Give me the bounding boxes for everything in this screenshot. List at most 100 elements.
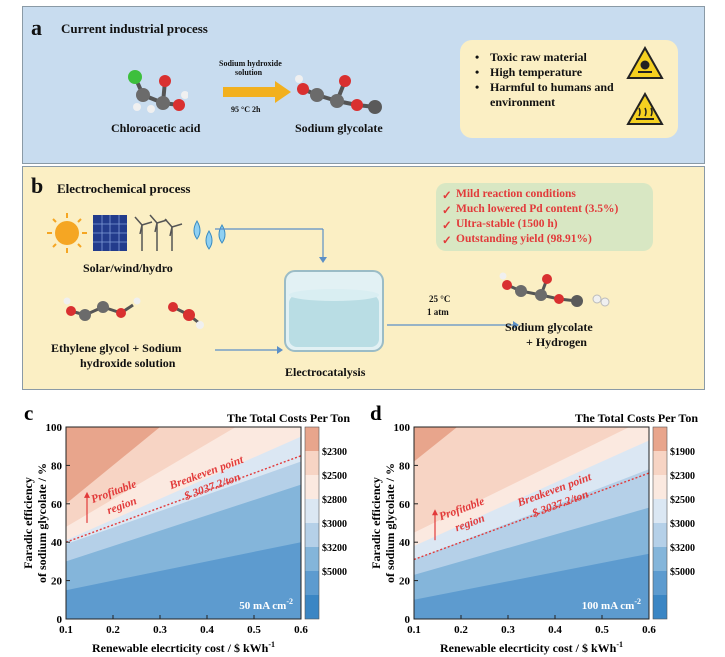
x-tick-label: 0.2 — [106, 624, 120, 636]
panel-a: a Current industrial process Chloroaceti… — [22, 6, 705, 164]
y-tick-label: 80 — [399, 460, 411, 472]
y-tick-label: 100 — [394, 422, 411, 434]
colorbar-label: $1900 — [670, 447, 695, 458]
colorbar-label: $2300 — [322, 447, 347, 458]
x-axis-label: Renewable elecrticity cost / $ kWh-1 — [92, 640, 275, 655]
x-axis-label-sup: -1 — [616, 640, 623, 649]
x-tick-label: 0.1 — [59, 624, 73, 636]
product-label: Sodium glycolate — [295, 121, 383, 135]
panel-b-letter: b — [31, 173, 44, 198]
colorbar-segment — [653, 475, 667, 499]
colorbar-label: $3200 — [322, 543, 347, 554]
plot-area — [414, 427, 649, 619]
renewable-energy-icons — [47, 213, 226, 253]
panel-b-title: Electrochemical process — [57, 181, 191, 196]
x-tick-label: 0.4 — [548, 624, 562, 636]
y-tick-label: 60 — [51, 499, 63, 511]
panel-c-letter: c — [24, 401, 33, 425]
current-density-sup: -2 — [286, 597, 293, 606]
x-tick-label: 0.5 — [595, 624, 609, 636]
process-arrows — [215, 228, 519, 354]
current-density-label: 50 mA cm-2 — [239, 597, 293, 612]
advantage-item: ✓Much lowered Pd content (3.5%) — [442, 203, 619, 217]
y-axis-label-line2: of sodium glycolate / % — [35, 463, 49, 583]
hot-surface-hazard-icon — [626, 92, 664, 125]
colorbar-label: $2500 — [670, 495, 695, 506]
cost-region — [66, 542, 301, 619]
feed-label-line1: Ethylene glycol + Sodium — [51, 341, 182, 355]
colorbar-label: $5000 — [322, 567, 347, 578]
reagent-line2: solution — [235, 68, 263, 77]
y-axis-label-line1: Faradic efficiency — [21, 477, 35, 569]
colorbar-segment — [653, 499, 667, 523]
y-tick-label: 0 — [57, 614, 63, 626]
breakeven-line — [66, 455, 301, 543]
colorbar-label: $2300 — [670, 471, 695, 482]
plot-frame — [65, 426, 302, 620]
advantage-item: ✓Mild reaction conditions — [442, 188, 576, 202]
drawback-item: High temperature — [475, 65, 678, 80]
feed-molecules — [63, 297, 204, 329]
colorbar-label: $3200 — [670, 543, 695, 554]
y-axis-label-line2: of sodium glycolate / % — [383, 463, 397, 583]
x-axis-label-sup: -1 — [268, 640, 275, 649]
plot-area — [66, 427, 301, 619]
y-tick-label: 40 — [51, 537, 63, 549]
colorbar-segment — [305, 547, 319, 571]
x-tick-label: 0.1 — [407, 624, 421, 636]
colorbar-label: $2500 — [322, 471, 347, 482]
chart-title: The Total Costs Per Ton — [227, 411, 350, 425]
y-axis-label-line1: Faradic efficiency — [369, 477, 383, 569]
feed-label-line2: hydroxide solution — [80, 356, 176, 370]
colorbar-label: $5000 — [670, 567, 695, 578]
profitable-arrowhead — [432, 509, 438, 516]
check-icon: ✓ — [442, 235, 452, 247]
panel-d-letter: d — [370, 401, 382, 425]
check-icon: ✓ — [442, 220, 452, 232]
check-icon: ✓ — [442, 205, 452, 217]
advantage-item: ✓Ultra-stable (1500 h) — [442, 218, 558, 232]
panel-a-letter: a — [31, 15, 42, 40]
product-molecules — [499, 272, 610, 307]
x-tick-label: 0.6 — [642, 624, 656, 636]
solar-panel-icon — [93, 215, 127, 251]
condition-pressure: 1 atm — [427, 307, 449, 317]
colorbar-frame — [652, 426, 668, 620]
colorbar-segment — [305, 499, 319, 523]
colorbar-segment — [653, 571, 667, 595]
x-tick-label: 0.3 — [501, 624, 515, 636]
colorbar-segment — [305, 595, 319, 619]
product-line1: Sodium glycolate — [505, 320, 593, 334]
x-tick-label: 0.2 — [454, 624, 468, 636]
y-tick-label: 20 — [399, 576, 411, 588]
advantage-item: ✓Outstanding yield (98.91%) — [442, 233, 592, 247]
x-axis-label: Renewable elecrticity cost / $ kWh-1 — [440, 640, 623, 655]
x-tick-label: 0.4 — [200, 624, 214, 636]
reactant-label: Chloroacetic acid — [111, 121, 201, 135]
y-tick-label: 0 — [405, 614, 411, 626]
cost-region — [414, 553, 649, 619]
y-tick-label: 60 — [399, 499, 411, 511]
current-density-label: 100 mA cm-2 — [582, 597, 641, 612]
colorbar-segment — [653, 427, 667, 451]
x-tick-label: 0.6 — [294, 624, 308, 636]
colorbar-segment — [305, 523, 319, 547]
breakeven-line — [414, 472, 649, 561]
sodium-glycolate-molecule — [295, 75, 382, 114]
y-tick-label: 100 — [46, 422, 63, 434]
plot-frame — [413, 426, 650, 620]
colorbar-frame — [304, 426, 320, 620]
x-tick-label: 0.3 — [153, 624, 167, 636]
reaction-arrow — [223, 81, 291, 103]
colorbar-label: $2800 — [322, 495, 347, 506]
colorbar-segment — [305, 451, 319, 475]
colorbar-label: $3000 — [670, 519, 695, 530]
wind-turbine-icon — [134, 214, 183, 251]
advantages-box: ✓Mild reaction conditions ✓Much lowered … — [436, 183, 653, 251]
reaction-condition: 95 °C 2h — [231, 105, 261, 114]
product-line2: + Hydrogen — [526, 335, 587, 349]
colorbar-segment — [653, 595, 667, 619]
panel-b: b Electrochemical process Sol — [22, 166, 705, 390]
